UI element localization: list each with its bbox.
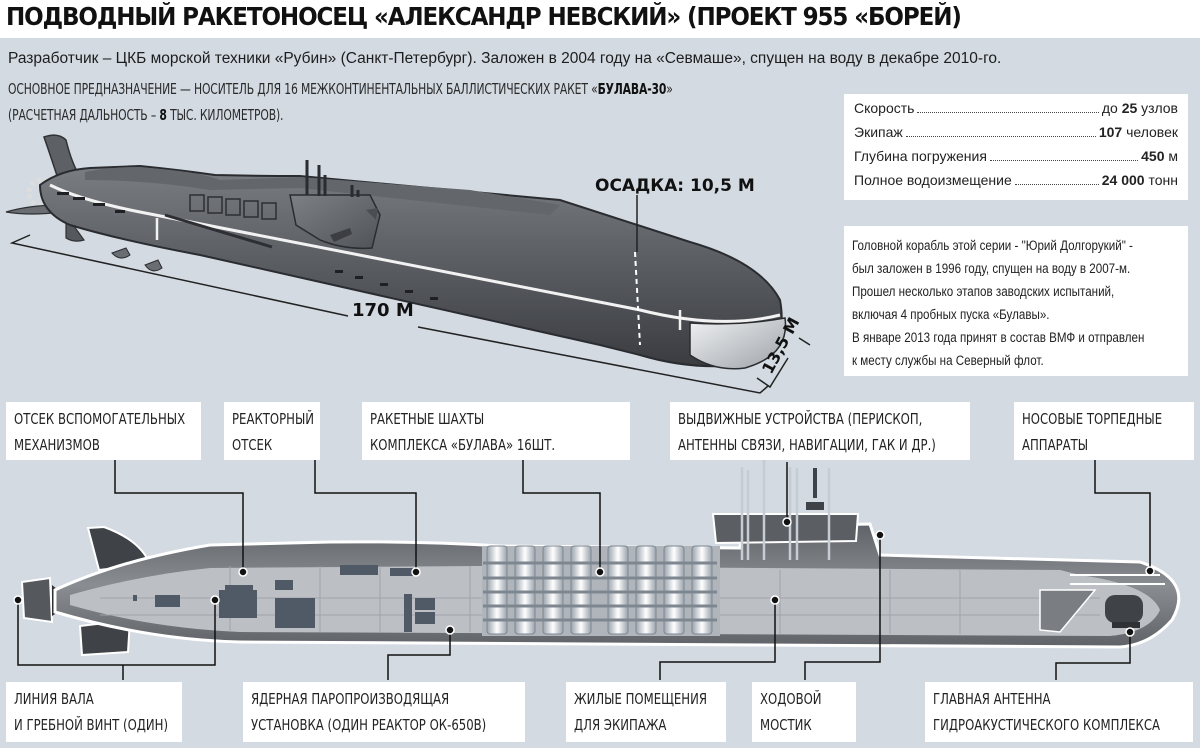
callout-line: ГЛАВНАЯ АНТЕННА xyxy=(933,690,1051,708)
note-line: к месту службы на Северный флот. xyxy=(852,353,1044,368)
callout-nuclear-plant: ЯДЕРНАЯ ПАРОПРОИЗВОДЯЩАЯ УСТАНОВКА (ОДИН… xyxy=(243,682,525,742)
developer-line: Разработчик – ЦКБ морской техники «Рубин… xyxy=(8,50,1002,67)
callout-missile-silos: РАКЕТНЫЕ ШАХТЫ КОМПЛЕКСА «БУЛАВА» 16ШТ. xyxy=(362,402,630,460)
length-label: 170 М xyxy=(352,300,414,321)
spec-label: Глубина погружения xyxy=(854,148,987,164)
spec-label: Экипаж xyxy=(854,124,903,140)
callout-line: АНТЕННЫ СВЯЗИ, НАВИГАЦИИ, ГАК И ДР.) xyxy=(678,436,936,454)
specs-table: Скорость до 25 узлов Экипаж 107 человек Гл… xyxy=(844,94,1188,200)
callout-leader-lines xyxy=(17,460,1151,680)
note-line: был заложен в 1996 году, спущен на воду … xyxy=(852,261,1131,276)
callout-line: ДЛЯ ЭКИПАЖА xyxy=(574,716,667,734)
callout-sonar-antenna: ГЛАВНАЯ АНТЕННА ГИДРОАКУСТИЧЕСКОГО КОМПЛ… xyxy=(925,682,1193,742)
range-value: 8 xyxy=(159,106,167,124)
page-title: ПОДВОДНЫЙ РАКЕТОНОСЕЦ «АЛЕКСАНДР НЕВСКИЙ… xyxy=(6,2,962,31)
callout-line: ХОДОВОЙ xyxy=(760,690,822,708)
spec-row-speed: Скорость до 25 узлов xyxy=(854,100,1178,124)
spec-row-displacement: Полное водоизмещение 24 000 тонн xyxy=(854,172,1178,196)
missile-silos-graphic xyxy=(482,545,720,636)
callout-bridge: ХОДОВОЙ МОСТИК xyxy=(752,682,856,742)
callout-anchor-dots xyxy=(13,517,1155,637)
dimension-lines xyxy=(9,195,811,394)
callout-torpedo-tubes: НОСОВЫЕ ТОРПЕДНЫЕ АППАРАТЫ xyxy=(1014,402,1194,460)
callout-reactor-compartment: РЕАКТОРНЫЙ ОТСЕК xyxy=(224,402,320,460)
callout-line: ОТСЕК xyxy=(232,436,273,454)
exterior-submarine xyxy=(5,134,787,370)
note-line: В январе 2013 года принят в состав ВМФ и… xyxy=(852,330,1145,345)
callout-aux-machinery: ОТСЕК ВСПОМОГАТЕЛЬНЫХ МЕХАНИЗМОВ xyxy=(6,402,201,460)
spec-label: Скорость xyxy=(854,100,915,116)
note-line: Прошел несколько этапов заводских испыта… xyxy=(852,284,1115,299)
callout-crew-quarters: ЖИЛЫЕ ПОМЕЩЕНИЯ ДЛЯ ЭКИПАЖА xyxy=(566,682,726,742)
dot-leader xyxy=(917,112,1099,113)
spec-value: 450 м xyxy=(1141,148,1178,164)
draft-label: ОСАДКА: 10,5 М xyxy=(595,176,755,196)
callout-line: И ГРЕБНОЙ ВИНТ (ОДИН) xyxy=(14,716,169,734)
note-line: Головной корабль этой серии - "Юрий Долг… xyxy=(852,238,1133,253)
callout-line: РАКЕТНЫЕ ШАХТЫ xyxy=(370,410,485,428)
callout-retractable-devices: ВЫДВИЖНЫЕ УСТРОЙСТВА (ПЕРИСКОП, АНТЕННЫ … xyxy=(670,402,970,460)
range-prefix: (РАСЧЕТНАЯ ДАЛЬНОСТЬ – xyxy=(8,106,160,124)
callout-line: ГИДРОАКУСТИЧЕСКОГО КОМПЛЕКСА xyxy=(933,716,1161,734)
spec-row-crew: Экипаж 107 человек xyxy=(854,124,1178,148)
callout-shaft-propeller: ЛИНИЯ ВАЛА И ГРЕБНОЙ ВИНТ (ОДИН) xyxy=(6,682,182,742)
history-note: Головной корабль этой серии - "Юрий Долг… xyxy=(844,226,1188,376)
spec-value: 24 000 тонн xyxy=(1101,172,1178,188)
purpose-suffix: » xyxy=(666,80,673,98)
callout-line: КОМПЛЕКСА «БУЛАВА» 16ШТ. xyxy=(370,436,556,454)
dot-leader xyxy=(905,136,1096,137)
spec-value: 107 человек xyxy=(1098,124,1178,140)
callout-line: МЕХАНИЗМОВ xyxy=(14,436,100,454)
purpose-text: ОСНОВНОЕ ПРЕДНАЗНАЧЕНИЕ — НОСИТЕЛЬ ДЛЯ 1… xyxy=(8,80,598,98)
submarine-cutaway-diagram xyxy=(20,460,1181,657)
callout-line: ОТСЕК ВСПОМОГАТЕЛЬНЫХ xyxy=(14,410,186,428)
spec-row-depth: Глубина погружения 450 м xyxy=(854,148,1178,172)
dot-leader xyxy=(1014,184,1099,185)
purpose-line-2: (РАСЧЕТНАЯ ДАЛЬНОСТЬ – 8 ТЫС. КИЛОМЕТРОВ… xyxy=(8,106,283,124)
callout-line: ЯДЕРНАЯ ПАРОПРОИЗВОДЯЩАЯ xyxy=(251,690,450,708)
spec-label: Полное водоизмещение xyxy=(854,172,1012,188)
callout-line: УСТАНОВКА (ОДИН РЕАКТОР ОК-650В) xyxy=(251,716,487,734)
callout-line: ЛИНИЯ ВАЛА xyxy=(14,690,94,708)
purpose-line-1: ОСНОВНОЕ ПРЕДНАЗНАЧЕНИЕ — НОСИТЕЛЬ ДЛЯ 1… xyxy=(8,80,673,98)
range-suffix: ТЫС. КИЛОМЕТРОВ). xyxy=(166,106,284,124)
callout-line: РЕАКТОРНЫЙ xyxy=(232,410,315,428)
note-line: включая 4 пробных пуска «Булавы». xyxy=(852,307,1050,322)
missile-name: БУЛАВА-30 xyxy=(597,80,667,98)
callout-line: ВЫДВИЖНЫЕ УСТРОЙСТВА (ПЕРИСКОП, xyxy=(678,410,923,428)
callout-line: АППАРАТЫ xyxy=(1022,436,1089,454)
spec-value: до 25 узлов xyxy=(1101,100,1178,116)
dot-leader xyxy=(989,160,1139,161)
callout-line: ЖИЛЫЕ ПОМЕЩЕНИЯ xyxy=(574,690,707,708)
callout-line: НОСОВЫЕ ТОРПЕДНЫЕ xyxy=(1022,410,1163,428)
callout-line: МОСТИК xyxy=(760,716,812,734)
